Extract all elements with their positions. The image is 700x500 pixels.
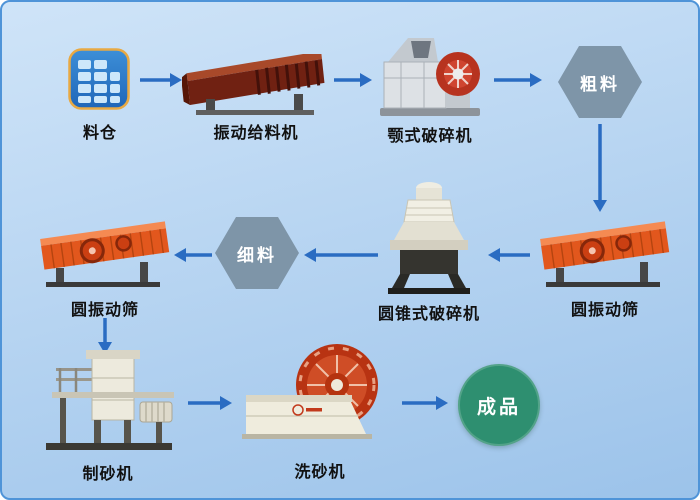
jaw-crusher-label: 颚式破碎机 (387, 126, 473, 145)
sand-making-machine-illustration (36, 350, 181, 454)
jaw-crusher-illustration (374, 32, 486, 120)
vibrating-screen-left-illustration (36, 214, 174, 290)
finished-product-circle: 成品 (458, 364, 540, 446)
vibrating-screen-left-label: 圆振动筛 (70, 300, 139, 319)
cone-crusher-label: 圆锥式破碎机 (377, 304, 480, 323)
silo-icon (68, 48, 130, 110)
sand-washer-illustration (240, 340, 395, 450)
cone-crusher-illustration (384, 178, 474, 296)
arrow-screen-right-to-cone (488, 247, 530, 266)
coarse-material-hexagon: 粗料 (558, 46, 642, 118)
vibrating-screen-right-label: 圆振动筛 (570, 300, 639, 319)
arrow-coarse-to-screen-right (593, 124, 607, 216)
arrow-screen-left-to-sand-maker (98, 318, 112, 358)
vibrating-feeder-label: 振动给料机 (213, 123, 299, 142)
arrow-sand-maker-to-washer (188, 395, 232, 414)
arrow-silo-to-feeder (140, 72, 182, 91)
arrow-feeder-to-jaw-crusher (334, 72, 372, 91)
sand-making-machine-label: 制砂机 (82, 464, 134, 483)
sand-washer-label: 洗砂机 (294, 462, 346, 481)
silo-label: 料仓 (82, 123, 117, 142)
arrow-jaw-crusher-to-coarse (494, 72, 542, 91)
arrow-cone-to-fine (304, 247, 378, 266)
vibrating-screen-right-illustration (536, 214, 674, 290)
vibrating-feeder-illustration (182, 54, 330, 116)
arrow-washer-to-product (402, 395, 448, 414)
fine-material-hexagon: 细料 (215, 217, 299, 289)
arrow-fine-to-screen-left (174, 247, 212, 266)
